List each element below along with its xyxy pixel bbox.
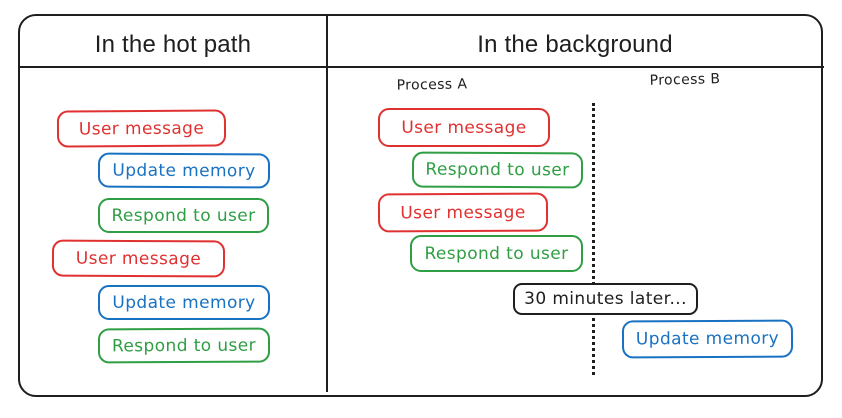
timer-note-box: 30 minutes later... xyxy=(513,283,698,315)
step-box-user-message: User message xyxy=(51,239,226,278)
step-box-user-message: User message xyxy=(377,192,549,233)
step-box-respond-to-user: Respond to user xyxy=(97,327,271,364)
step-box-user-message: User message xyxy=(378,108,550,147)
process-b-label: Process B xyxy=(649,71,721,89)
step-box-respond-to-user: Respond to user xyxy=(411,151,584,189)
step-box-update-memory: Update memory xyxy=(97,152,271,189)
background-panel-title: In the background xyxy=(477,31,673,58)
step-box-respond-to-user: Respond to user xyxy=(410,235,583,272)
step-box-respond-to-user: Respond to user xyxy=(98,198,269,233)
step-box-update-memory: Update memory xyxy=(98,285,270,320)
process-a-label: Process A xyxy=(396,76,468,94)
step-box-user-message: User message xyxy=(56,109,227,148)
process-divider-dotted-line xyxy=(592,103,595,375)
panel-divider-line xyxy=(326,15,328,392)
step-box-update-memory: Update memory xyxy=(621,319,794,359)
hot-path-panel-title: In the hot path xyxy=(94,31,252,58)
header-separator-line xyxy=(18,66,824,68)
